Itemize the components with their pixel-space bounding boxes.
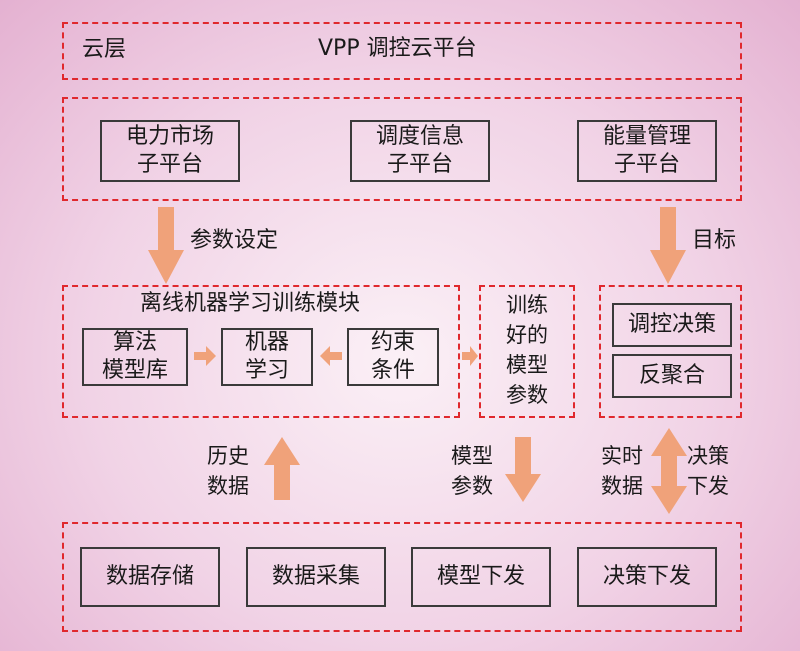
trained-model-params-label: 训练 好的 模型 参数 [506,293,548,407]
constraints-box: 约束 条件 [347,328,439,386]
model-params-label: 模型 参数 [451,444,493,498]
history-data-arrow [264,437,300,500]
cloud-layer-label: 云层 [82,37,127,62]
electricity-market-subplatform: 电力市场 子平台 [100,120,240,182]
energy-management-subplatform: 能量管理 子平台 [577,120,717,182]
control-group-frame [599,285,742,418]
target-arrow [650,207,686,284]
params-setting-label: 参数设定 [190,228,279,253]
decision-issue-label: 决策 下发 [687,444,729,498]
realtime-decision-double-arrow [651,428,687,514]
algorithm-model-library: 算法 模型库 [82,328,188,386]
offline-to-trained-arrow [462,346,478,366]
dispatch-info-subplatform: 调度信息 子平台 [350,120,490,182]
model-issue-box: 模型下发 [411,547,551,607]
cloud-layer-frame [62,22,742,80]
bottom-layer-frame [62,522,742,632]
decision-issue-box: 决策下发 [577,547,717,607]
history-data-label: 历史 数据 [207,444,249,498]
trained-model-frame [479,285,575,418]
subplatform-group-frame [62,97,742,201]
realtime-data-label: 实时 数据 [601,444,643,498]
constraints-to-ml-arrow [320,346,342,366]
data-acquisition-box: 数据采集 [246,547,386,607]
deaggregation-box: 反聚合 [612,354,732,398]
offline-ml-module-frame [62,285,460,418]
params-setting-arrow [148,207,184,284]
target-label: 目标 [692,228,737,253]
offline-ml-module-title: 离线机器学习训练模块 [140,291,361,316]
data-storage-box: 数据存储 [80,547,220,607]
model-params-arrow [505,437,541,502]
control-decision-box: 调控决策 [612,303,732,347]
cloud-platform-title: VPP 调控云平台 [318,36,477,61]
algo-to-ml-arrow [194,346,216,366]
machine-learning-box: 机器 学习 [221,328,313,386]
